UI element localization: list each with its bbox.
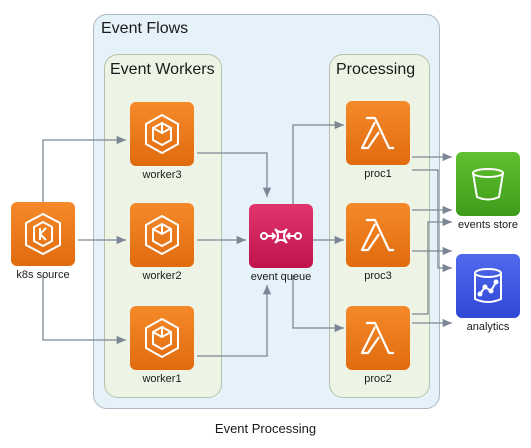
node-label: proc2: [364, 373, 392, 385]
node-events-store[interactable]: events store: [448, 152, 528, 231]
edge-k8s-worker3: [42, 135, 126, 203]
queue-icon: [249, 204, 313, 268]
kubernetes-icon: [11, 202, 75, 266]
diagram-caption: Event Processing: [214, 421, 317, 436]
edge-queue-proc1: [292, 120, 344, 205]
node-label: proc3: [364, 270, 392, 282]
node-k8s-source[interactable]: k8s source: [3, 202, 83, 281]
edge-proc2-store: [412, 217, 452, 315]
node-analytics[interactable]: analytics: [448, 254, 528, 333]
node-label: worker1: [142, 373, 182, 385]
lambda-icon: [346, 306, 410, 370]
container-icon: [130, 102, 194, 166]
bucket-icon: [456, 152, 520, 216]
node-label: k8s source: [16, 269, 70, 281]
edge-proc1-analytics: [412, 169, 452, 273]
node-worker3[interactable]: worker3: [122, 102, 202, 181]
node-label: worker3: [142, 169, 182, 181]
database-analytics-icon: [456, 254, 520, 318]
edge-queue-proc2: [292, 275, 344, 333]
edge-k8s-worker1: [42, 276, 126, 345]
edge-worker1-queue: [197, 285, 272, 357]
node-label: events store: [458, 219, 518, 231]
container-icon: [130, 306, 194, 370]
cluster-title-event-workers: Event Workers: [110, 61, 215, 78]
node-worker1[interactable]: worker1: [122, 306, 202, 385]
node-worker2[interactable]: worker2: [122, 203, 202, 282]
cluster-title-processing: Processing: [336, 61, 416, 78]
cluster-title-event-flows: Event Flows: [101, 20, 189, 37]
node-label: worker2: [142, 270, 182, 282]
node-proc3[interactable]: proc3: [339, 203, 417, 282]
node-proc1[interactable]: proc1: [339, 101, 417, 180]
lambda-icon: [346, 101, 410, 165]
node-label: analytics: [466, 321, 510, 333]
node-label: event queue: [250, 271, 312, 283]
lambda-icon: [346, 203, 410, 267]
container-icon: [130, 203, 194, 267]
node-proc2[interactable]: proc2: [339, 306, 417, 385]
node-label: proc1: [364, 168, 392, 180]
edge-worker3-queue: [197, 152, 272, 197]
node-event-queue[interactable]: event queue: [239, 204, 323, 283]
